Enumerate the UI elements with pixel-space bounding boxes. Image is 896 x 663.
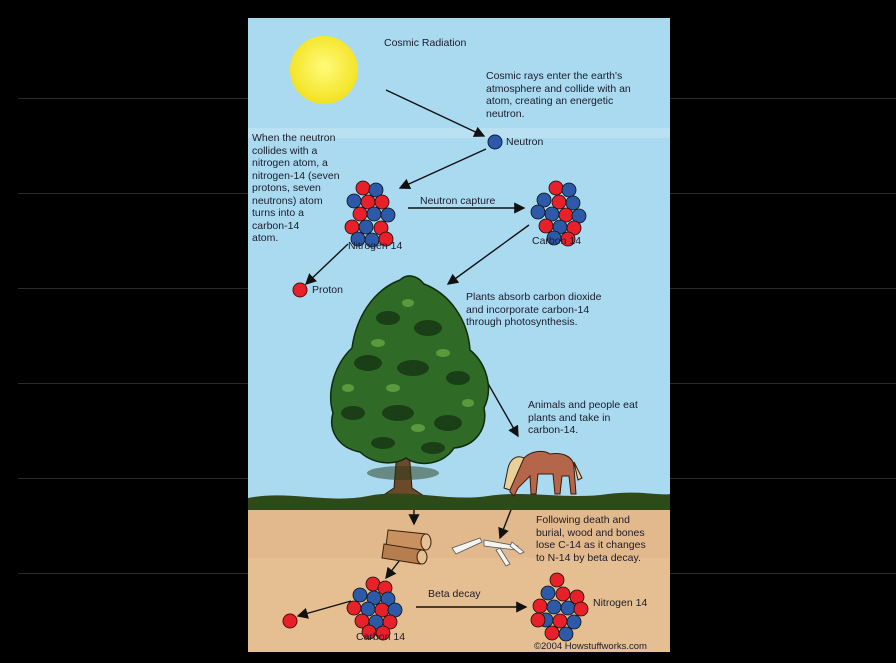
proton-label: Proton	[312, 284, 343, 297]
death-decay-description: Following death and burial, wood and bon…	[536, 514, 646, 564]
logs-icon	[382, 530, 431, 564]
carbon-14-cycle-diagram: Cosmic Radiation Cosmic rays enter the e…	[248, 18, 670, 652]
neutron-label: Neutron	[506, 136, 543, 149]
beta-decay-label: Beta decay	[428, 588, 481, 601]
neutron-icon	[488, 135, 502, 149]
neutron-collides-description: When the neutron collides with a nitroge…	[252, 132, 340, 245]
sun-icon	[290, 36, 358, 104]
emitted-particle-icon	[283, 614, 297, 628]
copyright-notice: ©2004 Howstuffworks.com	[534, 641, 647, 652]
nitrogen-14-label-top: Nitrogen 14	[348, 240, 402, 253]
animals-description: Animals and people eat plants and take i…	[528, 399, 638, 437]
carbon-14-label-top: Carbon 14	[532, 235, 581, 248]
plants-description: Plants absorb carbon dioxide and incorpo…	[466, 291, 601, 329]
nitrogen-14-label-bottom: Nitrogen 14	[593, 597, 647, 610]
cosmic-radiation-label: Cosmic Radiation	[384, 37, 466, 50]
neutron-capture-label: Neutron capture	[420, 195, 495, 208]
proton-icon	[293, 283, 307, 297]
cosmic-rays-description: Cosmic rays enter the earth's atmosphere…	[486, 70, 631, 120]
carbon-14-label-bottom: Carbon 14	[356, 631, 405, 644]
